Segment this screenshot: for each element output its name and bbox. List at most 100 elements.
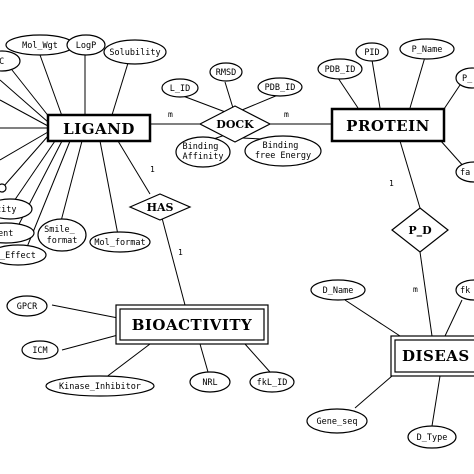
p-d-diamond <box>391 207 449 253</box>
entity-ligand: LIGAND <box>46 113 152 143</box>
attr-ellipse <box>257 77 303 97</box>
attr-rmsd: RMSD <box>216 68 236 78</box>
line-ligand-left-5 <box>3 135 49 187</box>
p-d-label: P_D <box>408 224 432 238</box>
attr-ellipse <box>0 198 33 220</box>
line-disease-fk <box>444 299 463 337</box>
attr-ellipse <box>0 50 21 72</box>
attr-icm: ICM <box>32 346 47 356</box>
line-bio-kinase <box>104 343 151 379</box>
attr-ellipse <box>355 42 389 62</box>
attr-ellipse <box>317 58 363 80</box>
has-label: HAS <box>147 201 174 214</box>
line-bio-fklid <box>244 343 271 373</box>
connector-lines <box>0 54 466 427</box>
attr-ellipse <box>310 279 366 301</box>
attr-ac: AC <box>0 57 4 67</box>
protein-label: PROTEIN <box>346 117 430 135</box>
attr-fkl-id: fkL_ID <box>257 378 288 388</box>
line-protein-pname <box>409 56 426 109</box>
attr-ellipse <box>175 136 231 168</box>
entity-bioactivity: BIOACTIVITY <box>115 304 269 345</box>
attr-dock-pdb-id: PDB_ID <box>265 83 296 93</box>
attr-pdb-id: PDB_ID <box>325 65 356 75</box>
attr-binding-free-energy: Binding free Energy <box>255 141 311 161</box>
attr-ellipse <box>244 135 322 167</box>
attr-ellipse <box>306 408 368 434</box>
attr-gpcr: GPCR <box>17 302 38 312</box>
dock-diamond <box>198 105 272 143</box>
cardinality-protein-pd: 1 <box>389 179 394 188</box>
line-ligand-ac <box>11 69 51 119</box>
attr-ellipse <box>0 244 47 266</box>
line-ligand-solubility <box>111 62 129 116</box>
attr-binding-affinity-line-1: Binding <box>183 142 219 152</box>
line-disease-dtype <box>431 375 441 427</box>
line-ligand-smile <box>59 140 83 226</box>
ligand-attributes: AC Mol_Wgt LogP Solubility city ent Smil… <box>0 34 167 266</box>
cardinality-disease-pd: m <box>413 285 418 294</box>
attr-smile-format: Smile_ format <box>44 225 80 246</box>
attr-p-partial: P_ <box>462 74 473 84</box>
attr-nrl: NRL <box>202 378 217 388</box>
attr-ellipse <box>161 78 199 98</box>
protein-box <box>330 107 446 143</box>
line-dock-rmsd <box>224 81 234 109</box>
line-pd-disease <box>419 251 433 337</box>
cardinality-labels: m m 1 1 1 m <box>150 110 418 294</box>
line-ligand-left-4 <box>0 131 49 161</box>
line-protein-fa <box>439 139 466 169</box>
attr-p-name: P_Name <box>412 45 443 55</box>
attr-city: city <box>0 205 16 215</box>
attr-ellipse <box>455 161 474 183</box>
line-protein-pdbid <box>337 77 359 109</box>
ligand-box <box>46 113 152 143</box>
attr-ellipse <box>45 375 155 397</box>
attr-mol-format: Mol_format <box>94 238 145 248</box>
line-bio-gpcr <box>51 304 119 319</box>
attr-binding-affinity: Binding Affinity <box>183 142 224 162</box>
line-protein-pid <box>371 59 381 109</box>
attr-ent: ent <box>0 229 13 239</box>
line-dock-lid <box>182 95 229 114</box>
line-ligand-city <box>11 140 56 205</box>
line-ligand-left-1 <box>0 79 49 123</box>
attr-ellipse <box>66 34 106 56</box>
attr-ellipse <box>103 39 167 65</box>
attr-ellipse <box>249 371 295 393</box>
line-bio-icm <box>61 334 119 351</box>
cardinality-ligand-dock: m <box>168 110 173 119</box>
cardinality-protein-dock: m <box>284 110 289 119</box>
dock-attributes: L_ID RMSD PDB_ID Binding Affinity Bindin… <box>161 62 322 168</box>
disease-inner-box <box>394 339 474 373</box>
has-diamond <box>128 193 192 221</box>
attr-binding-affinity-line-2: Affinity <box>183 152 224 162</box>
attr-effect: _Effect <box>0 251 36 261</box>
line-bio-nrl <box>199 343 209 373</box>
cardinality-bioactivity-has: 1 <box>178 248 183 257</box>
line-protein-pd <box>399 140 421 209</box>
line-has-bioactivity <box>161 217 186 306</box>
attr-gene-seq: Gene_seq <box>317 417 358 427</box>
attr-l-id: L_ID <box>170 84 190 94</box>
line-ligand-has <box>117 140 151 195</box>
attr-ellipse <box>209 62 243 82</box>
entity-protein: PROTEIN <box>330 107 446 143</box>
attr-ellipse <box>407 425 457 449</box>
attr-kinase-inhibitor: Kinase_Inhibitor <box>59 382 141 392</box>
entity-disease: DISEAS <box>390 335 474 377</box>
attr-ellipse <box>189 371 231 393</box>
attr-smile-format-line-2: format <box>47 236 78 246</box>
attr-ellipse <box>21 340 59 360</box>
disease-attributes: D_Name fk Gene_seq D_Type <box>306 279 474 449</box>
line-ligand-molwgt <box>39 54 63 117</box>
bioactivity-inner-box <box>119 308 265 341</box>
attr-binding-free-energy-line-2: free Energy <box>255 151 311 161</box>
attr-solubility: Solubility <box>109 48 160 58</box>
attr-fa-partial: fa <box>460 168 470 178</box>
line-ligand-molformat <box>99 140 119 236</box>
attr-mol-wgt: Mol_Wgt <box>22 41 58 51</box>
dock-label: DOCK <box>216 118 254 131</box>
relationship-p-d: P_D <box>391 207 449 253</box>
